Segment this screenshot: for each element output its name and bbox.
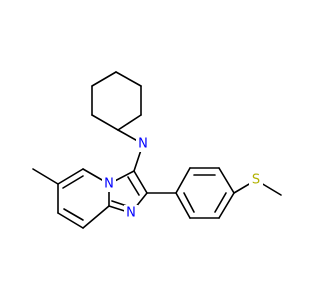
bond [218, 167, 235, 194]
bond [127, 176, 140, 196]
bond [57, 168, 84, 185]
bond [62, 175, 84, 189]
atom-label-bridgehead-n: N [102, 176, 116, 192]
bond [91, 114, 119, 131]
atom-label-sulfur: S [249, 172, 263, 188]
bond [175, 192, 191, 219]
bond [133, 170, 148, 194]
bond [57, 212, 84, 229]
imine-nitrogen-label: N [126, 206, 136, 221]
phenyl-ring [175, 167, 235, 219]
cyclohexyl-ring [91, 71, 142, 131]
atom-label-imine-n: N [124, 205, 138, 221]
atom-label-amine-n: N [136, 136, 150, 152]
pyridine-ring [57, 168, 110, 229]
bond [82, 205, 110, 229]
bond [91, 71, 117, 87]
bond [183, 192, 195, 213]
amine-nitrogen-label: N [138, 137, 148, 152]
bridgehead-nitrogen-label: N [104, 177, 114, 192]
methyl-bond [32, 168, 59, 185]
bond [63, 208, 84, 221]
molecule-structure-diagram: N N N S [32, 71, 282, 229]
bond [218, 192, 235, 219]
bond [175, 167, 191, 194]
bond [115, 71, 142, 87]
imidazole-ring [108, 170, 148, 214]
bond [117, 114, 142, 131]
sulfur-label: S [252, 173, 260, 188]
bond [214, 192, 227, 213]
